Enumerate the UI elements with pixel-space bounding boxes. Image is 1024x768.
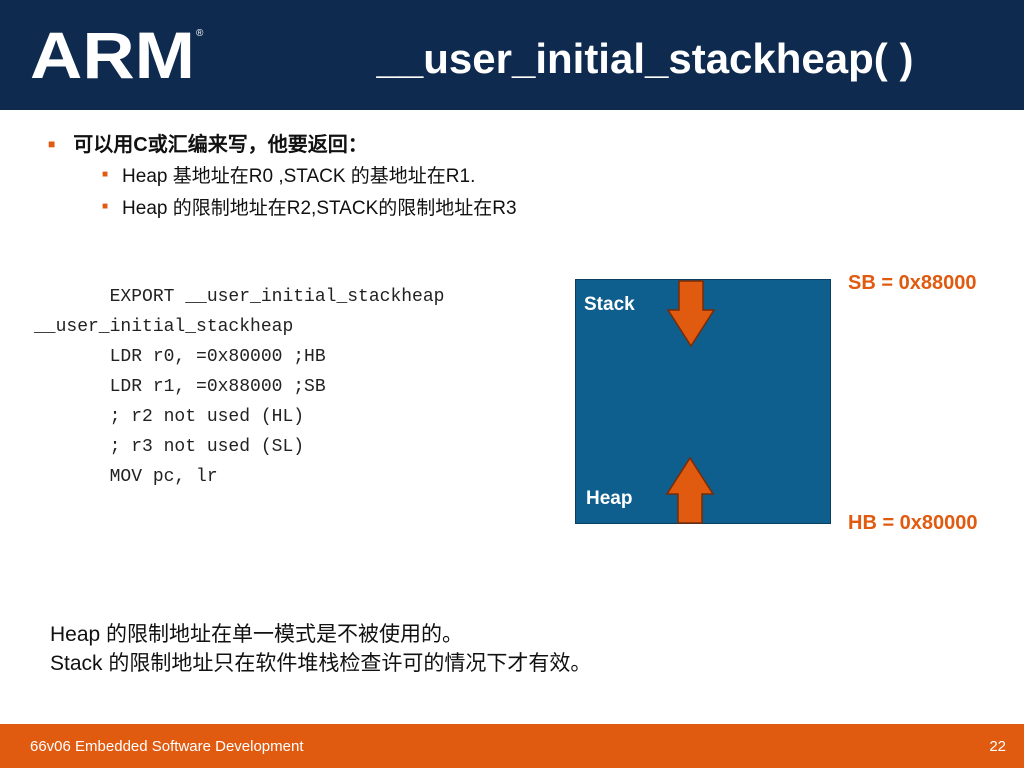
footer-text: 66v06 Embedded Software Development	[30, 738, 304, 755]
code-line: ; r3 not used (SL)	[34, 437, 305, 457]
note-line: Heap 的限制地址在单一模式是不被使用的。	[50, 623, 464, 646]
code-line: LDR r1, =0x88000 ;SB	[34, 377, 326, 397]
sub-bullet: ■ Heap 的限制地址在R2,STACK的限制地址在R3	[102, 197, 517, 221]
arrow-down-icon	[666, 280, 716, 348]
hb-label: HB = 0x80000	[848, 512, 978, 534]
code-line: EXPORT __user_initial_stackheap	[34, 287, 445, 307]
code-line: MOV pc, lr	[34, 467, 218, 487]
bullet-square-icon: ■	[102, 201, 109, 212]
arrow-up-icon	[665, 456, 715, 524]
code-block: EXPORT __user_initial_stackheap __user_in…	[34, 282, 444, 492]
footer-bar: 66v06 Embedded Software Development 22	[0, 724, 1024, 768]
header-bar: ARM ® __user_initial_stackheap( )	[0, 0, 1024, 110]
main-bullet-text: 可以用C或汇编来写，他要返回：	[73, 134, 368, 156]
main-bullet: ■ 可以用C或汇编来写，他要返回：	[48, 132, 368, 159]
notes: Heap 的限制地址在单一模式是不被使用的。 Stack 的限制地址只在软件堆栈…	[50, 620, 591, 678]
code-line: __user_initial_stackheap	[34, 317, 294, 337]
code-line: ; r2 not used (HL)	[34, 407, 305, 427]
stack-label: Stack	[584, 294, 635, 315]
bullet-square-icon: ■	[48, 136, 56, 151]
sub-bullet-text: Heap 的限制地址在R2,STACK的限制地址在R3	[122, 198, 517, 220]
sub-bullet: ■ Heap 基地址在R0 ,STACK 的基地址在R1.	[102, 165, 475, 189]
arm-logo: ARM ®	[30, 22, 204, 84]
page-number: 22	[989, 738, 1006, 755]
sub-bullet-text: Heap 基地址在R0 ,STACK 的基地址在R1.	[122, 166, 476, 188]
svg-text:®: ®	[196, 28, 204, 39]
code-line: LDR r0, =0x80000 ;HB	[34, 347, 326, 367]
slide-title: __user_initial_stackheap( )	[376, 35, 914, 82]
svg-text:ARM: ARM	[30, 22, 195, 84]
heap-label: Heap	[586, 488, 633, 509]
memory-diagram: Stack Heap	[575, 279, 831, 524]
note-line: Stack 的限制地址只在软件堆栈检查许可的情况下才有效。	[50, 652, 592, 675]
sb-label: SB = 0x88000	[848, 272, 977, 294]
bullet-square-icon: ■	[102, 169, 109, 180]
